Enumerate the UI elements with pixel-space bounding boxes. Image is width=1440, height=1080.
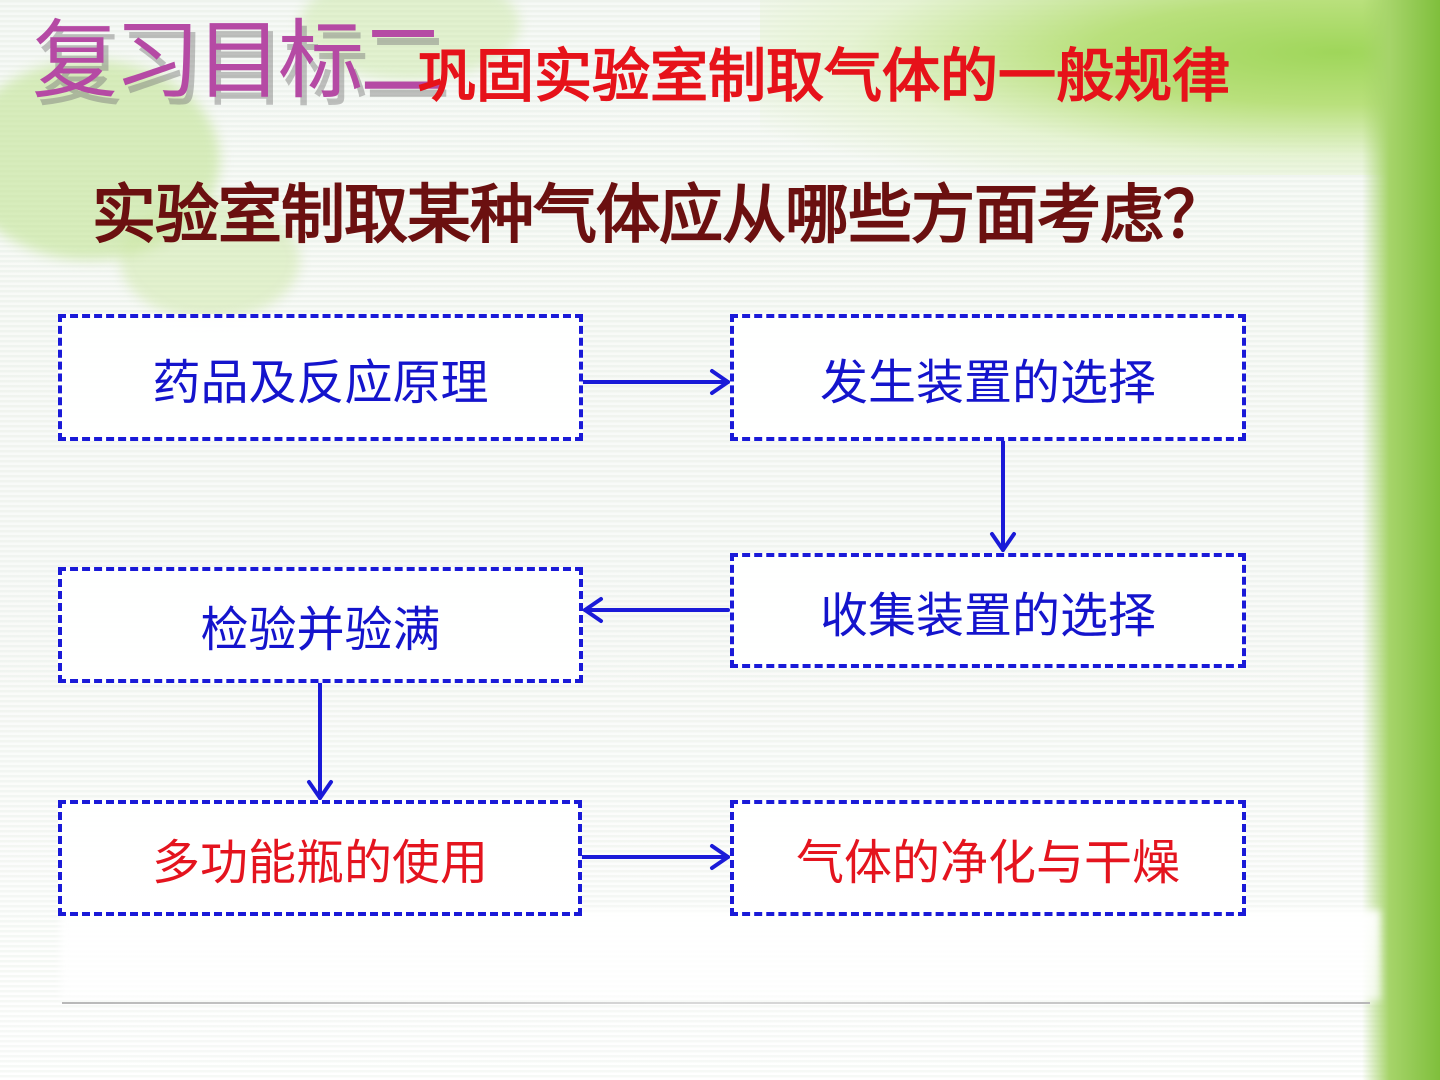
- node-reagents: 药品及反应原理: [58, 314, 583, 441]
- node-multibottle: 多功能瓶的使用: [58, 800, 582, 916]
- node-generator-label: 发生装置的选择: [819, 354, 1156, 411]
- arrow-reagents-to-generator: [581, 369, 730, 395]
- node-collector-label: 收集装置的选择: [819, 587, 1156, 644]
- decorative-leaf-left-2: [120, 200, 300, 320]
- node-inspect-label: 检验并验满: [200, 602, 441, 658]
- subtitle: 巩固实验室制取气体的一般规律: [418, 42, 1231, 110]
- bottom-divider: [62, 1002, 1370, 1004]
- decorative-green-edge: [1362, 0, 1440, 1080]
- arrow-multibottle-to-purify: [580, 844, 730, 870]
- question-heading: 实验室制取某种气体应从哪些方面考虑？: [92, 178, 1227, 253]
- goal-title: 复习目标二: [32, 11, 446, 111]
- node-generator: 发生装置的选择: [730, 314, 1246, 441]
- arrow-collector-to-inspect: [583, 597, 730, 623]
- node-collector: 收集装置的选择: [730, 553, 1246, 668]
- node-multibottle-label: 多功能瓶的使用: [151, 835, 488, 891]
- node-purify-label: 气体的净化与干燥: [795, 835, 1180, 891]
- decorative-bottom-glow: [60, 910, 1380, 1000]
- node-reagents-label: 药品及反应原理: [152, 354, 489, 411]
- node-inspect: 检验并验满: [58, 567, 583, 683]
- arrow-inspect-to-multibottle: [307, 681, 333, 800]
- node-purify: 气体的净化与干燥: [730, 800, 1246, 916]
- arrow-generator-to-collector: [990, 439, 1016, 552]
- decorative-leaf-band: [760, 0, 1440, 175]
